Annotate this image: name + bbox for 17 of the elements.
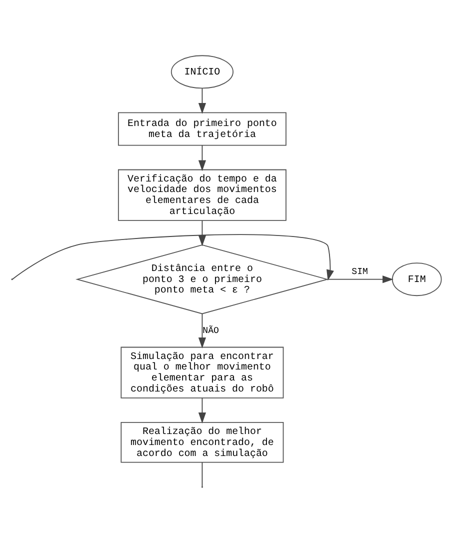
node-box: Simulação para encontrar qual o melhor movimento elementar para as condições atuais do robô xyxy=(120,346,284,398)
arrow xyxy=(198,313,206,348)
arrow xyxy=(12,234,334,281)
arrow xyxy=(198,398,206,424)
node-ellipse: FIM xyxy=(392,262,442,296)
node-diamond: Distância entre o ponto 3 e o primeiro ponto meta < ε ? xyxy=(76,244,329,314)
arrow xyxy=(198,220,206,246)
arrow xyxy=(198,145,206,172)
arrow xyxy=(326,269,394,284)
edge-label: NÃO xyxy=(202,324,219,336)
node-box: Realização do melhor movimento encontrado, de acordo com a simulação xyxy=(120,422,284,463)
node-box: Entrada do primeiro ponto meta da trajetória xyxy=(118,112,286,146)
connector xyxy=(202,462,203,488)
arrow xyxy=(198,88,206,114)
node-ellipse: INÍCIO xyxy=(170,55,234,89)
node-box: Verificação do tempo e da velocidade dos movimentos elementares de cada articulação xyxy=(118,169,286,221)
edge-label: SIM xyxy=(352,266,368,277)
